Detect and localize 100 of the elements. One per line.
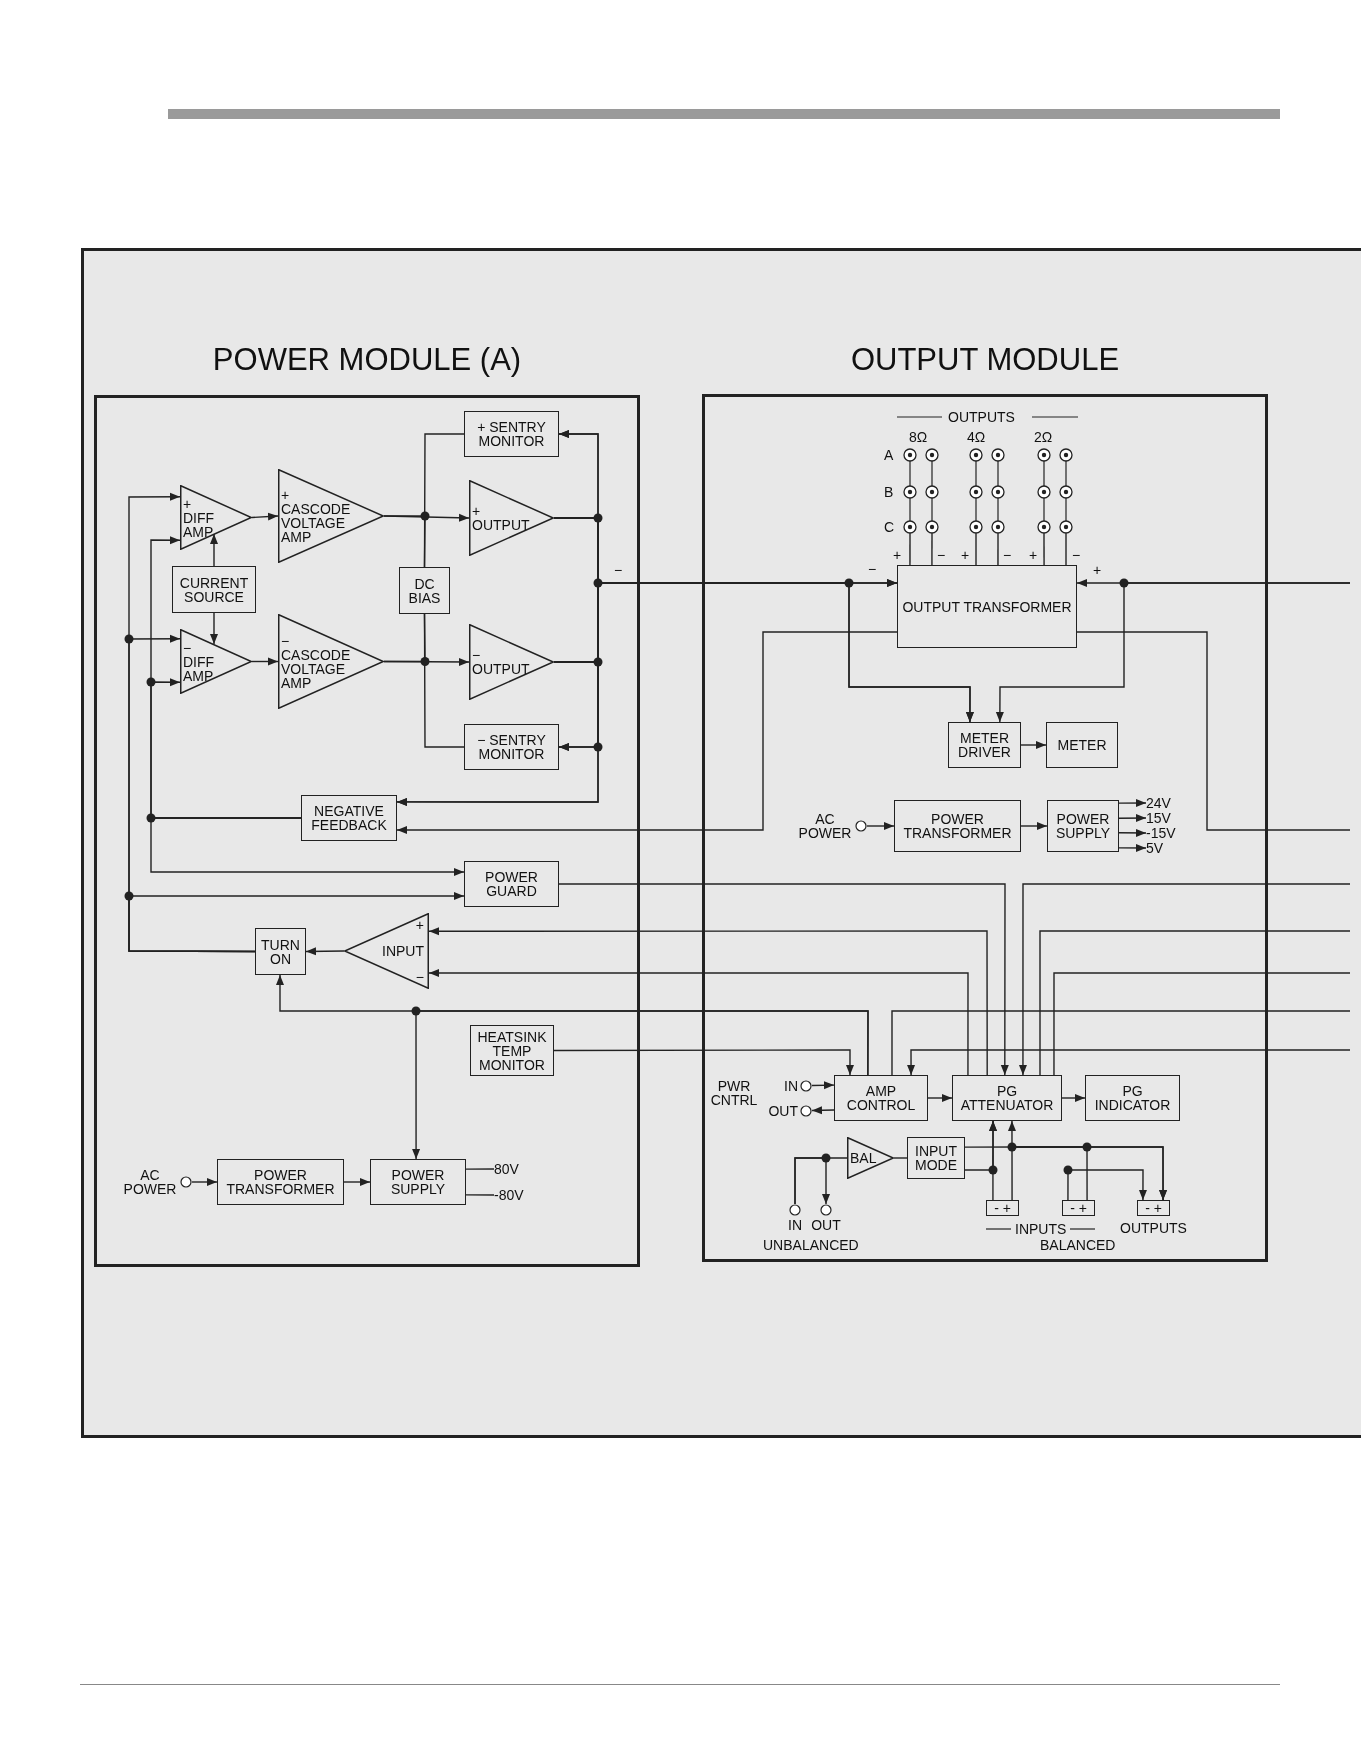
arrow	[995, 582, 1351, 723]
diagram-label: B	[884, 484, 894, 500]
circuit-block: POWER SUPPLY	[370, 1159, 466, 1205]
arrow	[558, 883, 1009, 1076]
amplifier-label: OUTPUT	[472, 518, 530, 532]
connector-line	[383, 613, 426, 663]
terminal-label: AC POWER	[797, 812, 853, 840]
arrow	[1020, 822, 1048, 830]
circuit-block: - +	[986, 1200, 1019, 1216]
arrow	[305, 947, 345, 956]
diagram-label: −	[868, 561, 877, 577]
arrow	[1011, 1146, 1168, 1201]
diagram-label: OUTPUTS	[1120, 1220, 1187, 1236]
diagram-label: BALANCED	[1040, 1237, 1116, 1253]
connector-line	[1039, 930, 1351, 1076]
diagram-label: +	[1093, 562, 1102, 578]
arrow	[343, 1178, 371, 1186]
circuit-block: METER	[1046, 722, 1118, 768]
arrow	[191, 1178, 218, 1186]
arrow	[1118, 843, 1147, 852]
amplifier-label: OUTPUT	[472, 662, 530, 676]
amplifier-label: CASCODE VOLTAGE AMP	[281, 647, 352, 690]
arrow	[1118, 828, 1147, 837]
diagram-label: UNBALANCED	[763, 1237, 859, 1253]
diagram-label: +	[1029, 547, 1038, 563]
arrow	[811, 1081, 835, 1090]
arrow	[927, 1094, 953, 1102]
diagram-label: C	[884, 519, 895, 535]
diagram-label: −	[614, 562, 623, 578]
circuit-block: HEATSINK TEMP MONITOR	[470, 1025, 554, 1076]
module-title: OUTPUT MODULE	[849, 342, 1121, 378]
connector-line	[997, 533, 999, 566]
connector-line	[975, 533, 977, 566]
circuit-block: PG ATTENUATOR	[952, 1075, 1062, 1121]
diagram-label: −	[937, 547, 946, 563]
arrow	[150, 817, 465, 877]
terminal-label: AC POWER	[122, 1168, 178, 1196]
diagram-label: −	[1072, 547, 1081, 563]
amplifier-label: CASCODE VOLTAGE AMP	[281, 502, 352, 544]
arrow	[251, 657, 279, 666]
circuit-block: POWER GUARD	[464, 861, 559, 907]
amplifier-triangle	[180, 485, 252, 550]
amplifier-triangle	[180, 629, 252, 694]
circuit-block: TURN ON	[255, 928, 306, 975]
amplifier-label: +	[472, 504, 482, 518]
connector-line	[1043, 533, 1045, 566]
arrow	[1061, 1094, 1086, 1102]
voltage-label: 5V	[1146, 840, 1176, 856]
amplifier-triangle	[469, 480, 554, 556]
circuit-block: OUTPUT TRANSFORMER	[897, 565, 1077, 648]
diagram-label: INPUTS	[1015, 1221, 1067, 1237]
module-title: POWER MODULE (A)	[211, 342, 523, 378]
amplifier-triangle	[847, 1137, 894, 1179]
connector-line	[1053, 972, 1351, 1076]
amplifier-label: INPUT	[382, 944, 424, 958]
circuit-block: POWER SUPPLY	[1047, 800, 1119, 852]
diagram-label: OUTPUTS	[948, 409, 1015, 425]
arrow	[811, 1106, 835, 1115]
circuit-block: INPUT MODE	[907, 1137, 965, 1179]
diagram-label: −	[1003, 547, 1012, 563]
connector-line	[909, 533, 911, 566]
amplifier-label: BAL	[850, 1151, 878, 1165]
amplifier-label: +	[183, 496, 193, 511]
amplifier-label: DIFF AMP	[183, 654, 216, 683]
connector-line	[383, 515, 426, 568]
circuit-block: − SENTRY MONITOR	[464, 724, 559, 770]
circuit-block: CURRENT SOURCE	[172, 566, 256, 613]
arrow	[989, 1120, 997, 1201]
circuit-block: POWER TRANSFORMER	[217, 1159, 344, 1205]
arrow	[1018, 883, 1351, 1076]
circuit-block: DC BIAS	[399, 567, 450, 614]
terminal-strip-drawing	[925, 447, 939, 534]
arrow	[866, 822, 895, 830]
amplifier-label: −	[281, 633, 291, 648]
amplifier-label: −	[472, 648, 482, 662]
connector-line	[1065, 533, 1067, 566]
connector-line	[465, 1194, 495, 1196]
diagram-label: A	[884, 447, 894, 463]
arrow	[553, 1049, 854, 1076]
circuit-block: PG INDICATOR	[1085, 1075, 1180, 1121]
connector-line	[1076, 631, 1351, 831]
diagram-label: +	[961, 547, 970, 563]
voltage-label: -15V	[1146, 825, 1186, 841]
circuit-block: - +	[1137, 1200, 1170, 1216]
circuit-block: POWER TRANSFORMER	[894, 800, 1021, 852]
amplifier-triangle	[278, 469, 384, 563]
diagram-label: 2Ω	[1034, 429, 1053, 445]
arrow	[412, 1010, 869, 1160]
voltage-label: 80V	[494, 1161, 530, 1177]
amplifier-triangle	[344, 913, 429, 989]
terminal-strip-drawing	[1059, 447, 1073, 534]
terminal-strip-drawing	[969, 447, 983, 534]
amplifier-triangle	[469, 624, 554, 700]
connector-line	[931, 533, 933, 566]
amplifier-label: DIFF AMP	[183, 510, 216, 539]
terminal-strip-drawing	[1037, 447, 1051, 534]
circuit-block: - +	[1062, 1200, 1095, 1216]
arrow	[907, 1049, 1351, 1076]
circuit-block: METER DRIVER	[948, 722, 1021, 768]
arrow	[210, 612, 218, 645]
